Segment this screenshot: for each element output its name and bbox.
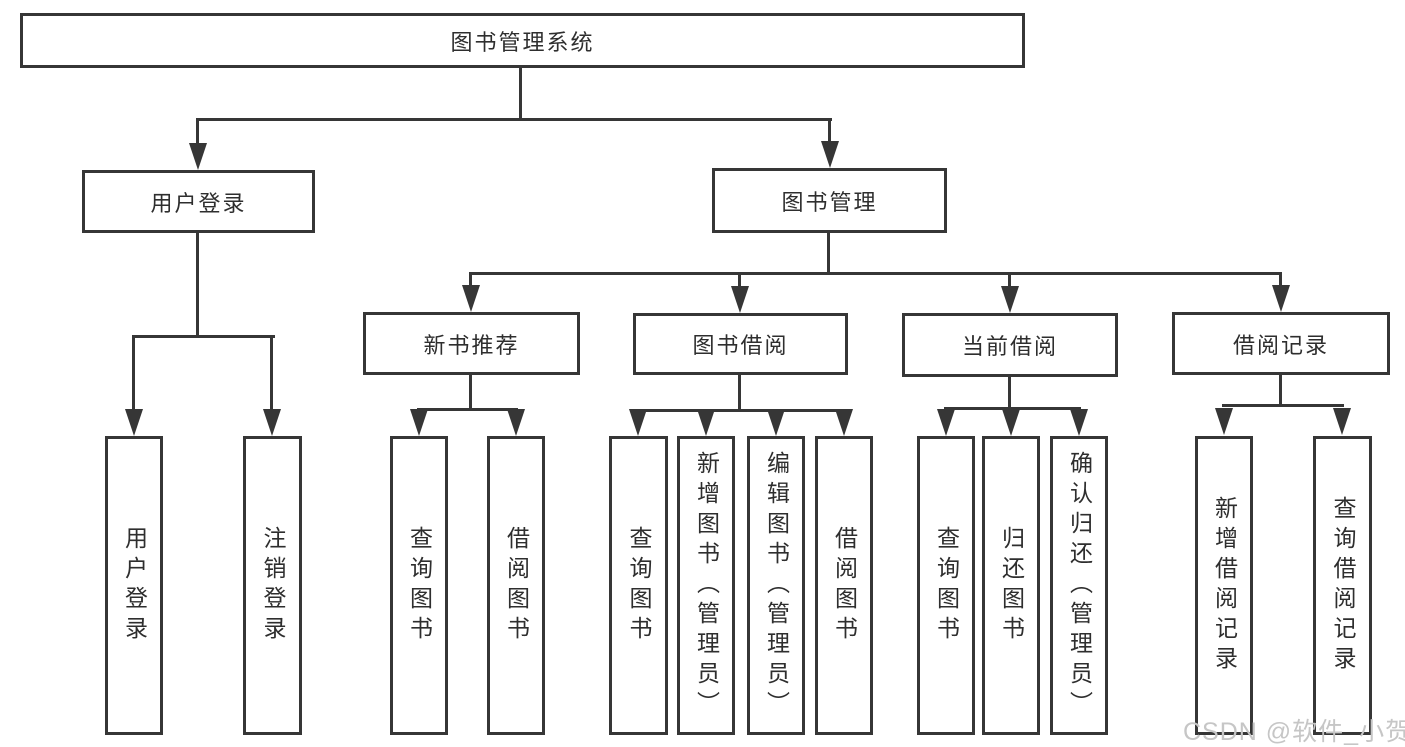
connector-new-book-recommend-stem	[469, 375, 472, 408]
leaf-borrow-books-borrowing: 借阅图书	[815, 436, 873, 735]
leaf-query-books-recommend: 查询图书	[390, 436, 448, 735]
leaf-query-books-current: 查询图书	[917, 436, 975, 735]
leaf-add-books-admin: 新增图书（管理员）	[677, 436, 735, 735]
connector-user-login-bar	[134, 335, 275, 338]
arrow-down-book-management-icon	[821, 141, 839, 168]
arrow-down-leaf-query-record-icon	[1333, 408, 1351, 435]
leaf-add-books-admin-label: 新增图书（管理员）	[693, 450, 720, 721]
leaf-query-books-recommend-label: 查询图书	[406, 525, 433, 646]
connector-drop-current-borrowing	[1008, 272, 1011, 286]
arrow-down-leaf-add-books-icon	[697, 409, 715, 436]
leaf-confirm-return-admin: 确认归还（管理员）	[1050, 436, 1108, 735]
leaf-borrow-books-recommend-label: 借阅图书	[503, 525, 530, 646]
connector-borrow-records-bar	[1222, 404, 1344, 407]
arrow-down-borrow-records-icon	[1272, 285, 1290, 312]
leaf-borrow-books-recommend: 借阅图书	[487, 436, 545, 735]
connector-drop-book-borrowing	[738, 272, 741, 286]
node-user-login-label: 用户登录	[150, 190, 247, 216]
arrow-down-leaf-return-books-icon	[1002, 409, 1020, 436]
connector-drop-leaf-logout	[270, 335, 273, 411]
arrow-down-leaf-query-borrowing-icon	[629, 409, 647, 436]
connector-root-bar	[198, 118, 832, 121]
leaf-add-borrow-record: 新增借阅记录	[1195, 436, 1253, 735]
node-book-borrowing-label: 图书借阅	[692, 333, 789, 358]
leaf-logout-login-label: 注销登录	[260, 525, 286, 646]
node-root-label: 图书管理系统	[450, 29, 595, 55]
leaf-edit-books-admin-label: 编辑图书（管理员）	[763, 450, 790, 721]
leaf-user-login: 用户登录	[105, 436, 163, 735]
connector-borrow-records-stem	[1279, 375, 1282, 406]
leaf-query-borrow-record: 查询借阅记录	[1313, 436, 1372, 735]
arrow-down-leaf-query-current-icon	[937, 409, 955, 436]
leaf-user-login-label: 用户登录	[121, 525, 148, 646]
node-book-management: 图书管理	[712, 168, 947, 233]
connector-drop-book-management	[828, 118, 831, 143]
leaf-confirm-return-admin-label: 确认归还（管理员）	[1066, 450, 1093, 721]
node-book-borrowing: 图书借阅	[633, 313, 848, 375]
connector-current-borrowing-bar	[944, 407, 1081, 410]
arrow-down-leaf-add-record-icon	[1215, 408, 1233, 435]
connector-book-borrowing-stem	[738, 375, 741, 409]
node-current-borrowing-label: 当前借阅	[961, 334, 1058, 359]
connector-root-stem	[519, 68, 522, 118]
node-root: 图书管理系统	[20, 13, 1025, 68]
node-current-borrowing: 当前借阅	[902, 313, 1118, 377]
leaf-query-books-current-label: 查询图书	[933, 525, 960, 646]
arrow-down-leaf-user-login-icon	[125, 409, 143, 436]
arrow-down-leaf-borrow-recommend-icon	[507, 409, 525, 436]
leaf-query-books-borrowing-label: 查询图书	[626, 525, 652, 646]
connector-current-borrowing-stem	[1008, 377, 1011, 410]
arrow-down-leaf-confirm-return-icon	[1070, 409, 1088, 436]
leaf-return-books-label: 归还图书	[998, 525, 1025, 646]
leaf-edit-books-admin: 编辑图书（管理员）	[747, 436, 805, 735]
node-book-management-label: 图书管理	[781, 189, 878, 215]
arrow-down-leaf-edit-books-icon	[767, 409, 785, 436]
leaf-query-borrow-record-label: 查询借阅记录	[1330, 495, 1356, 676]
arrow-down-leaf-logout-icon	[263, 409, 281, 436]
arrow-down-new-book-recommend-icon	[462, 285, 480, 312]
connector-drop-borrow-records	[1279, 272, 1282, 286]
leaf-query-books-borrowing: 查询图书	[609, 436, 668, 735]
node-new-book-recommend-label: 新书推荐	[423, 332, 520, 358]
node-borrow-records: 借阅记录	[1172, 312, 1390, 375]
leaf-return-books: 归还图书	[982, 436, 1040, 735]
leaf-logout-login: 注销登录	[243, 436, 302, 735]
connector-user-login-stem	[196, 233, 199, 335]
csdn-watermark: CSDN @软件_小贺同学	[1183, 718, 1405, 746]
connector-drop-user-login	[196, 118, 199, 145]
node-borrow-records-label: 借阅记录	[1232, 332, 1329, 358]
arrow-down-user-login-icon	[189, 143, 207, 170]
leaf-borrow-books-borrowing-label: 借阅图书	[831, 525, 858, 646]
node-user-login: 用户登录	[82, 170, 315, 233]
connector-book-management-stem	[827, 233, 830, 272]
arrow-down-leaf-query-recommend-icon	[410, 409, 428, 436]
connector-book-borrowing-bar	[636, 409, 846, 412]
connector-drop-leaf-user-login	[132, 335, 135, 411]
connector-drop-new-book-recommend	[469, 272, 472, 286]
arrow-down-current-borrowing-icon	[1001, 286, 1019, 313]
arrow-down-book-borrowing-icon	[731, 286, 749, 313]
connector-new-book-recommend-bar	[417, 408, 518, 411]
node-new-book-recommend: 新书推荐	[363, 312, 580, 375]
arrow-down-leaf-borrow-books-icon	[835, 409, 853, 436]
connector-book-management-bar	[470, 272, 1282, 275]
leaf-add-borrow-record-label: 新增借阅记录	[1211, 495, 1238, 676]
